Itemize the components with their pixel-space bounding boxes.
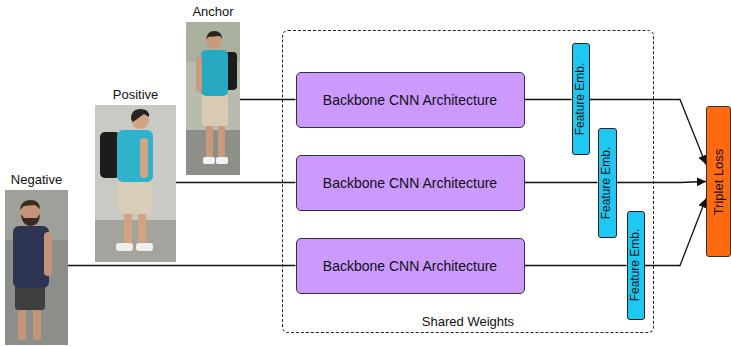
photo-frame: Anchor [186, 22, 240, 175]
hair [131, 109, 149, 122]
shirt [13, 226, 49, 288]
connector-arrow [617, 182, 707, 183]
box-label: Backbone CNN Architecture [323, 174, 497, 190]
photo-label: Negative [11, 173, 62, 188]
arm [44, 232, 52, 276]
hair [206, 31, 222, 40]
connector-line [68, 265, 296, 266]
loss-box: Triplet Loss [706, 106, 731, 257]
box-label: Backbone CNN Architecture [323, 257, 497, 273]
photo-background [186, 22, 240, 175]
box-label: Backbone CNN Architecture [323, 91, 497, 107]
leg [138, 210, 146, 246]
box-label: Triplet Loss [711, 148, 726, 215]
photo-label: Positive [113, 88, 159, 103]
photo-frame: Negative [5, 190, 68, 345]
shoe [203, 157, 215, 164]
connector-line [525, 182, 598, 183]
photo-background [5, 190, 68, 345]
anchor-photo [186, 22, 240, 175]
pavement [95, 220, 176, 262]
arm [196, 56, 202, 92]
leg [124, 210, 132, 246]
hair [20, 200, 40, 210]
shirt [201, 50, 228, 96]
process-box: Backbone CNN Architecture [296, 238, 525, 294]
photo-label: Anchor [192, 5, 233, 20]
leg [18, 308, 26, 340]
box-label: Feature Emb. [574, 62, 588, 135]
positive-photo [95, 105, 176, 262]
region-label: Shared Weights [422, 315, 514, 330]
leg [206, 124, 213, 158]
leg [33, 308, 41, 340]
connector-line [240, 99, 296, 100]
box-label: Feature Emb. [629, 229, 643, 302]
leg [218, 124, 225, 158]
beard [21, 214, 40, 226]
shared-weights-region: Backbone CNN ArchitectureBackbone CNN Ar… [282, 30, 654, 333]
embedding-box: Feature Emb. [627, 211, 645, 320]
photo-frame: Positive [95, 105, 176, 262]
shirt [117, 130, 153, 182]
connector-line [525, 265, 627, 266]
shorts [118, 178, 152, 214]
process-box: Backbone CNN Architecture [296, 72, 525, 128]
shoe [216, 157, 228, 164]
embedding-box: Feature Emb. [572, 43, 590, 155]
arm [140, 138, 148, 178]
shorts [202, 94, 228, 126]
connector-line [525, 99, 572, 100]
process-box: Backbone CNN Architecture [296, 155, 525, 211]
shoe [116, 243, 133, 251]
connector-line [176, 182, 296, 183]
photo-background [95, 105, 176, 262]
negative-photo [5, 190, 68, 345]
shoe [136, 243, 153, 251]
embedding-box: Feature Emb. [598, 128, 617, 238]
box-label: Feature Emb. [600, 146, 614, 219]
